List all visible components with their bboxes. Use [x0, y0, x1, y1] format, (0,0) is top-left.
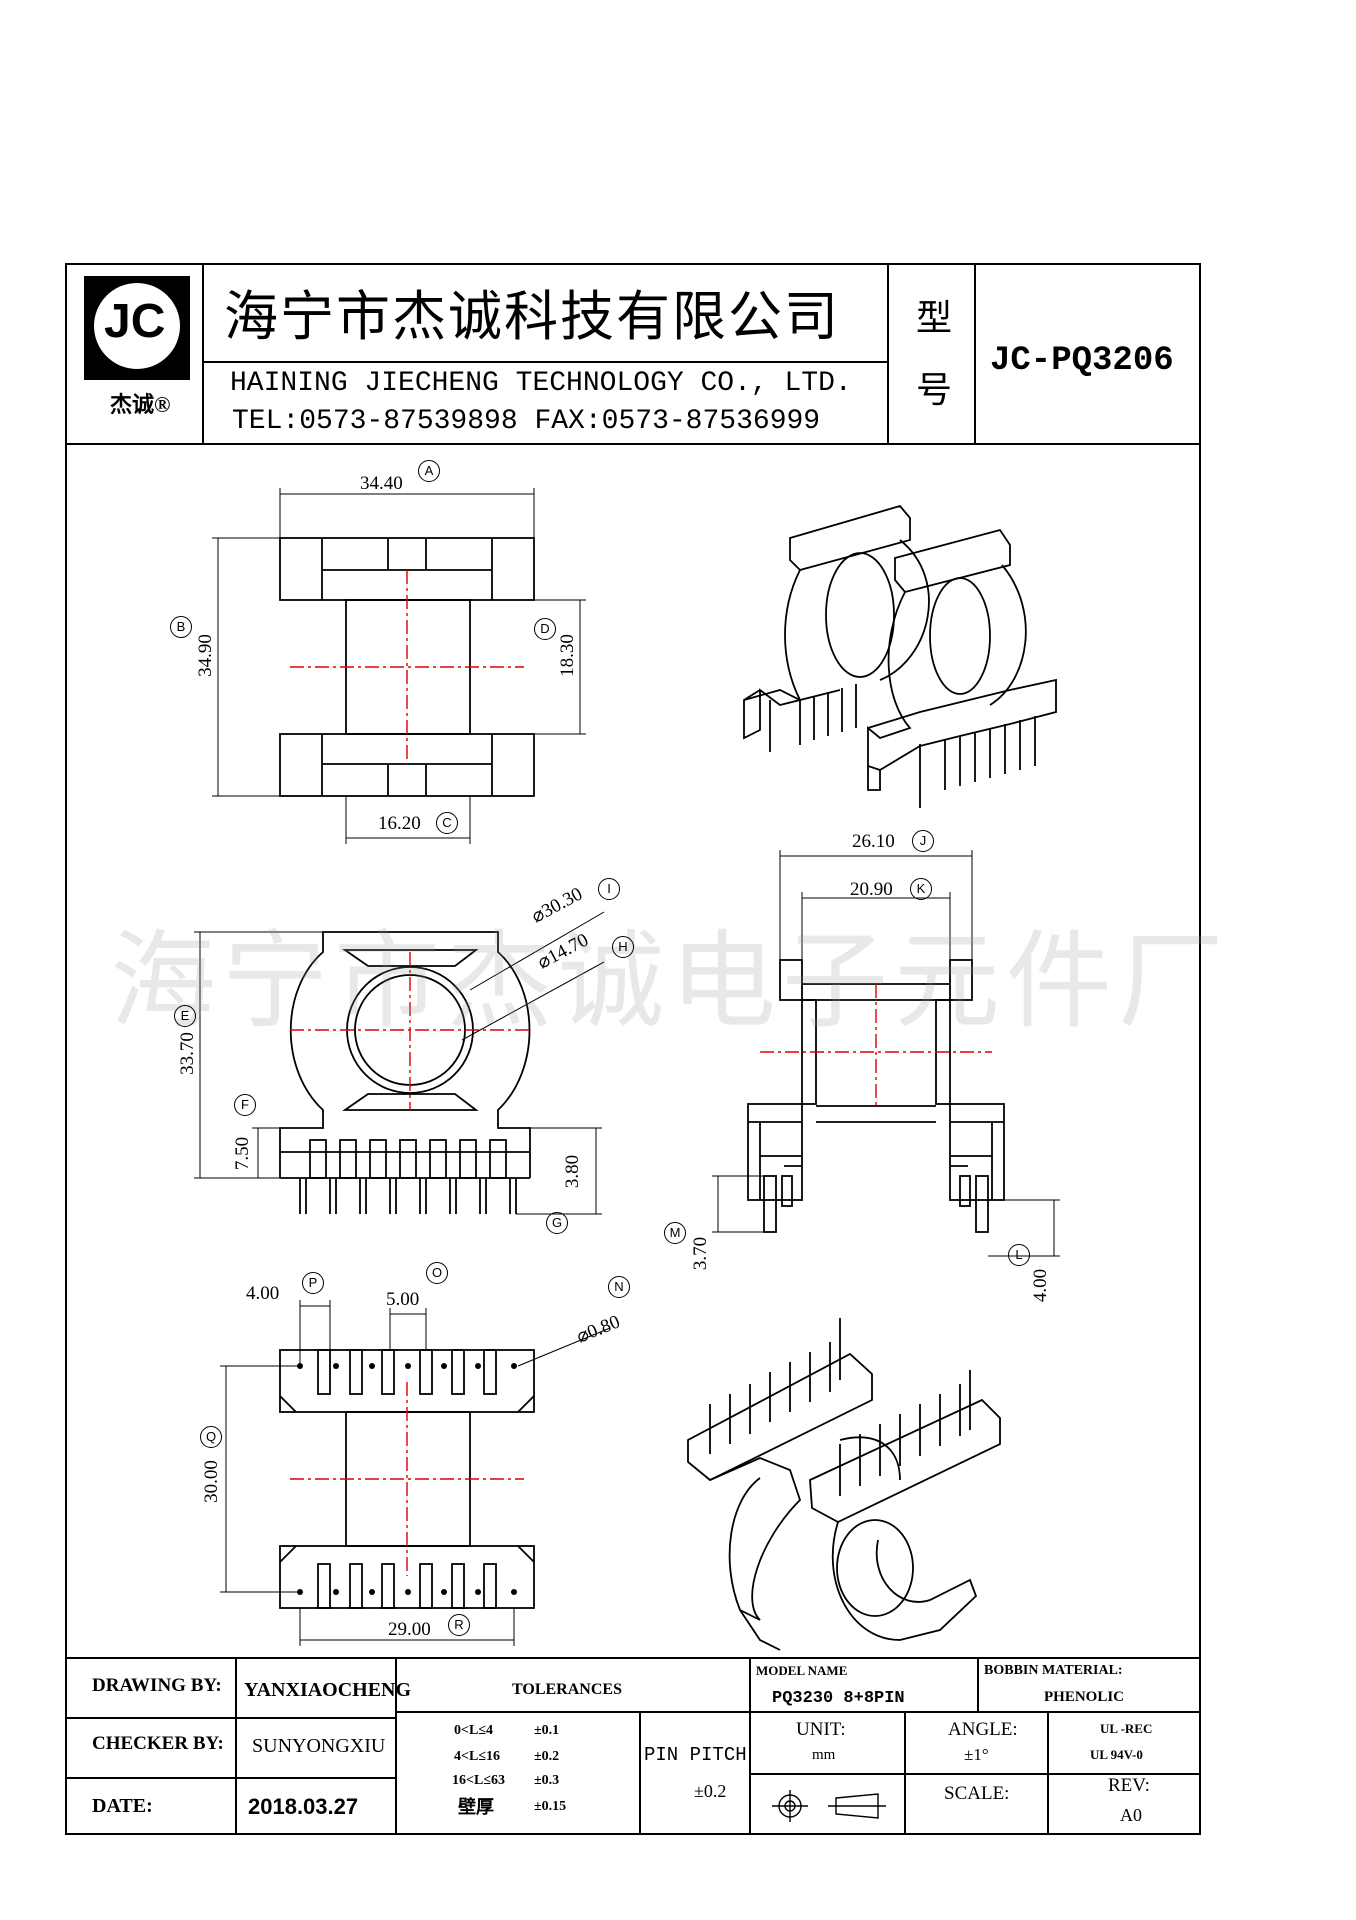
rev-label: REV: — [1108, 1775, 1150, 1796]
logo-caption: 杰诚® — [110, 392, 171, 417]
logo-mark — [84, 276, 190, 380]
tol-value-4: ±0.15 — [534, 1799, 567, 1814]
dim-i-marker: I — [598, 878, 620, 900]
bobbin-material-value: PHENOLIC — [1044, 1689, 1125, 1705]
checker-by-value: SUNYONGXIU — [252, 1735, 386, 1757]
angle-label: ANGLE: — [948, 1719, 1018, 1740]
dim-e-marker: E — [174, 1005, 196, 1027]
tol-range-3: 16<L≤63 — [452, 1773, 505, 1788]
ul-rec: UL -REC — [1100, 1721, 1153, 1736]
scale-label: SCALE: — [944, 1783, 1010, 1804]
bottom-view — [279, 1349, 535, 1609]
angle-value: ±1° — [964, 1745, 989, 1764]
model-number: JC-PQ3206 — [990, 342, 1174, 380]
dim-c-marker: C — [436, 812, 458, 834]
type-label-2: 号 — [916, 370, 953, 410]
dim-q-value: 30.00 — [200, 1460, 222, 1503]
dim-a-value: 34.40 — [360, 473, 403, 494]
company-name-cn: 海宁市杰诚科技有限公司 — [224, 287, 840, 347]
dim-a-marker: A — [418, 460, 440, 482]
watermark: 海宁市杰诚电子元件厂 — [110, 924, 1230, 1041]
dim-e-value: 33.70 — [176, 1032, 198, 1075]
dim-o-value: 5.00 — [386, 1289, 420, 1310]
rev-value: A0 — [1120, 1805, 1142, 1825]
dim-b-value: 34.90 — [194, 634, 216, 677]
date-value: 2018.03.27 — [248, 1794, 359, 1819]
company-name-en: HAINING JIECHENG TECHNOLOGY CO., LTD. — [230, 368, 852, 399]
dim-f-marker: F — [234, 1094, 256, 1116]
type-label-1: 型 — [916, 298, 953, 338]
dim-p-value: 4.00 — [246, 1283, 280, 1304]
date-label: DATE: — [92, 1795, 153, 1817]
dim-j-value: 26.10 — [852, 831, 895, 852]
side-view — [747, 959, 1005, 1233]
tol-range-1: 0<L≤4 — [454, 1723, 493, 1738]
pin-pitch-label: PIN PITCH — [644, 1744, 747, 1766]
tolerances-label: TOLERANCES — [512, 1681, 622, 1698]
tol-value-3: ±0.3 — [534, 1773, 560, 1788]
dim-b-marker: B — [170, 616, 192, 638]
dim-k-marker: K — [910, 878, 932, 900]
dim-q-marker: Q — [200, 1426, 222, 1448]
drawing-by-label: DRAWING BY: — [92, 1675, 222, 1696]
contact-info: TEL:0573-87539898 FAX:0573-87536999 — [232, 406, 821, 437]
dim-k-value: 20.90 — [850, 879, 893, 900]
dim-d-marker: D — [534, 618, 556, 640]
dim-h-marker: H — [612, 936, 634, 958]
pin-pitch-value: ±0.2 — [694, 1781, 727, 1801]
model-name-value: PQ3230 8+8PIN — [772, 1689, 905, 1708]
dim-m-marker: M — [664, 1222, 686, 1244]
dim-r-value: 29.00 — [388, 1619, 431, 1640]
dim-o-marker: O — [426, 1262, 448, 1284]
unit-label: UNIT: — [796, 1719, 846, 1740]
dim-r-marker: R — [448, 1614, 470, 1636]
model-name-label: MODEL NAME — [756, 1663, 848, 1678]
tol-value-2: ±0.2 — [534, 1749, 560, 1764]
dim-g-marker: G — [546, 1212, 568, 1234]
tol-range-4: 壁厚 — [458, 1797, 494, 1817]
dim-p-marker: P — [302, 1272, 324, 1294]
isometric-view-2 — [687, 1318, 1001, 1651]
tol-value-1: ±0.1 — [534, 1723, 560, 1738]
logo-letters: JC — [104, 295, 166, 348]
dim-c-value: 16.20 — [378, 813, 421, 834]
dim-j-marker: J — [912, 830, 934, 852]
unit-value: mm — [812, 1747, 836, 1763]
dim-f-value: 7.50 — [232, 1136, 254, 1171]
dim-n-marker: N — [608, 1276, 630, 1298]
dim-d-value: 18.30 — [556, 634, 578, 677]
dim-l-value: 4.00 — [1030, 1268, 1052, 1303]
tol-range-2: 4<L≤16 — [454, 1749, 500, 1764]
dim-g-value: 3.80 — [562, 1154, 584, 1189]
bobbin-material-label: BOBBIN MATERIAL: — [984, 1663, 1123, 1678]
dim-l-marker: L — [1008, 1244, 1030, 1266]
dim-m-value: 3.70 — [690, 1236, 712, 1271]
projection-symbol — [772, 1790, 886, 1822]
isometric-view-1 — [743, 504, 1057, 808]
ul-94v0: UL 94V-0 — [1090, 1747, 1143, 1762]
drawing-by-value: YANXIAOCHENG — [244, 1679, 412, 1701]
checker-by-label: CHECKER BY: — [92, 1733, 224, 1754]
outer-frame — [65, 263, 1201, 1835]
